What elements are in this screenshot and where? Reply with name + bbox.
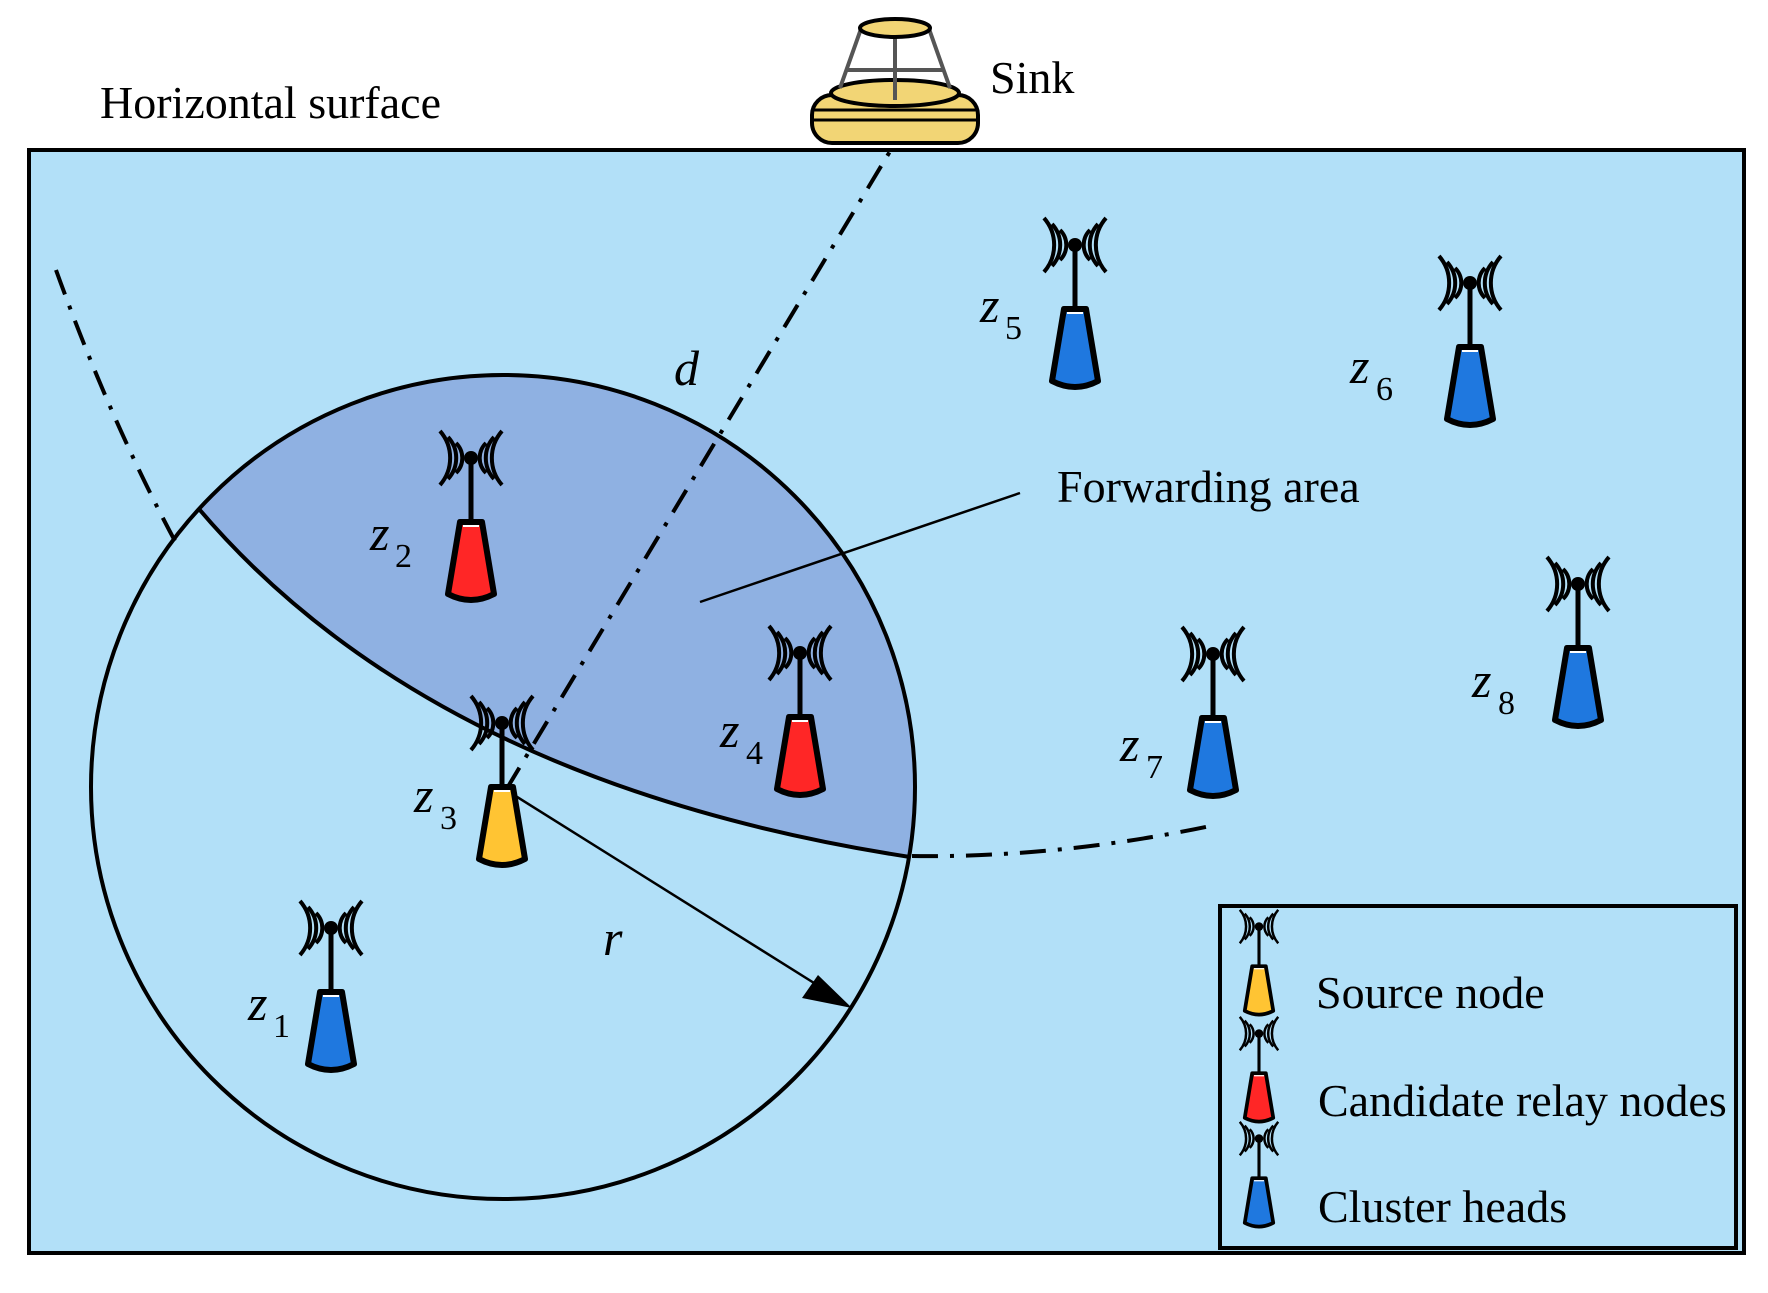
node-z7-sub: 7 (1146, 749, 1163, 786)
surface-label: Horizontal surface (100, 77, 441, 128)
legend-source-node-label: Source node (1316, 967, 1545, 1018)
distance-label: d (674, 340, 700, 396)
node-z7: z 7 (1119, 627, 1244, 796)
node-z4: z 4 (719, 626, 831, 795)
node-z1-var: z (247, 975, 267, 1031)
radius-arrowhead (802, 975, 852, 1008)
radius-label: r (603, 910, 623, 966)
node-z5: z 5 (979, 218, 1106, 387)
sink-icon (810, 17, 980, 145)
node-z3-sub: 3 (440, 800, 457, 837)
node-z3: z 3 (413, 696, 533, 865)
node-z8: z 8 (1471, 557, 1609, 726)
depth-boundary-dashed-left (54, 269, 178, 544)
node-z2: z 2 (369, 431, 502, 600)
forwarding-leader-line (699, 491, 1021, 604)
node-z4-sub: 4 (746, 735, 763, 772)
legend: Source node Candidate relay nodes Cluste… (1218, 904, 1738, 1250)
node-z6: z 6 (1349, 256, 1501, 425)
node-z1-sub: 1 (273, 1008, 290, 1045)
node-z2-sub: 2 (395, 538, 412, 575)
node-z4-var: z (719, 702, 739, 758)
legend-candidate-relay-label: Candidate relay nodes (1318, 1075, 1727, 1126)
node-z1: z 1 (247, 901, 362, 1070)
node-z7-var: z (1119, 716, 1139, 772)
sink-label: Sink (990, 52, 1074, 103)
node-z5-var: z (979, 277, 999, 333)
depth-boundary-dashed-right (911, 823, 1216, 859)
node-z5-sub: 5 (1005, 310, 1022, 347)
legend-cluster-head-label: Cluster heads (1318, 1181, 1567, 1232)
node-z8-var: z (1471, 652, 1491, 708)
node-z8-sub: 8 (1498, 685, 1515, 722)
forwarding-area-label: Forwarding area (1057, 461, 1360, 512)
range-circle (89, 373, 917, 1201)
radius-arrow (505, 788, 831, 995)
node-z3-var: z (413, 767, 433, 823)
node-z6-sub: 6 (1376, 371, 1393, 408)
node-z2-var: z (369, 505, 389, 561)
node-z6-var: z (1349, 338, 1369, 394)
distance-line (504, 146, 894, 792)
